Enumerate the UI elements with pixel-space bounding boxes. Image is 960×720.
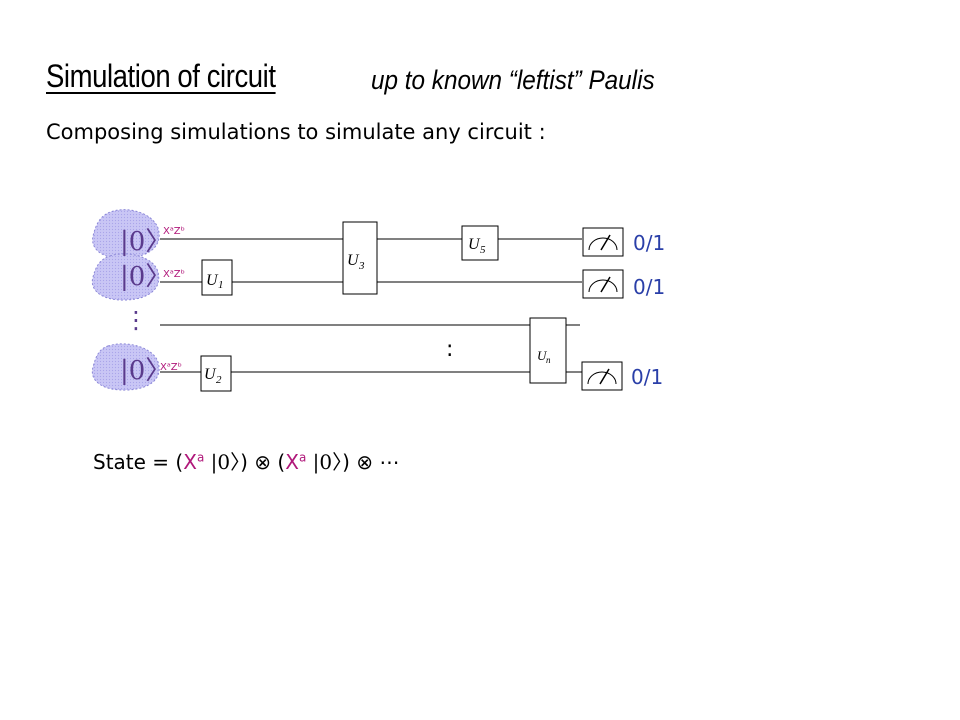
state-a-1: a [196,450,205,465]
gate-ellipsis: : [446,337,453,362]
meter-icon [582,269,624,299]
state-open-2: ( [277,450,286,474]
svg-text:1: 1 [218,279,224,291]
output-label-2: 0/1 [633,275,665,299]
gate-u1: U 1 [201,259,233,296]
svg-text:U: U [347,252,360,269]
pauli-label-2: XᵃZᵇ [163,269,185,280]
svg-text:n: n [546,355,551,365]
svg-text:U: U [204,366,217,383]
slide-subtitle: Composing simulations to simulate any ci… [46,120,546,144]
gate-u2: U 2 [200,355,232,392]
input-ket-1: |0〉 [120,227,171,257]
output-label-3: 0/1 [631,365,663,389]
state-tensor-1: ⊗ [247,450,278,474]
state-close-1: ) [240,450,248,474]
gate-u3: U 3 [342,221,378,295]
input-ket-2: |0〉 [120,262,171,292]
state-prefix: State = [93,450,176,474]
title-main: Simulation of circuit [46,58,276,94]
slide-title: Simulation of circuit up to known “lefti… [46,58,655,95]
state-x-1: X [183,450,197,474]
pauli-label-1: XᵃZᵇ [163,226,185,237]
meter-icon [582,227,624,257]
svg-text:5: 5 [480,244,486,256]
qubit-ellipsis: ⋮ [124,306,148,334]
state-tensor-2: ⊗ [349,450,380,474]
svg-text:U: U [537,348,548,363]
output-label-1: 0/1 [633,231,665,255]
input-blob-3 [91,343,160,391]
svg-text:3: 3 [358,260,365,272]
gate-un: U n [529,317,567,384]
svg-text:U: U [206,272,219,289]
state-ellipsis: ⋯ [379,450,400,474]
state-ket-2: |0〉 [306,450,343,474]
state-a-2: a [298,450,307,465]
state-ket-1: |0〉 [204,450,241,474]
state-equation: State = (Xa |0〉) ⊗ (Xa |0〉) ⊗ ⋯ [93,446,399,475]
input-ket-3: |0〉 [120,356,171,386]
pauli-label-3: XᵃZᵇ [160,362,182,373]
svg-text:2: 2 [216,374,222,386]
input-blob-1 [92,209,160,259]
meter-icon [581,361,623,391]
state-x-2: X [285,450,299,474]
svg-text:U: U [468,236,481,253]
title-sub: up to known “leftist” Paulis [371,65,655,95]
state-close-2: ) [342,450,350,474]
input-blob-2 [91,253,160,301]
gate-u5: U 5 [461,225,499,261]
state-open-1: ( [175,450,184,474]
